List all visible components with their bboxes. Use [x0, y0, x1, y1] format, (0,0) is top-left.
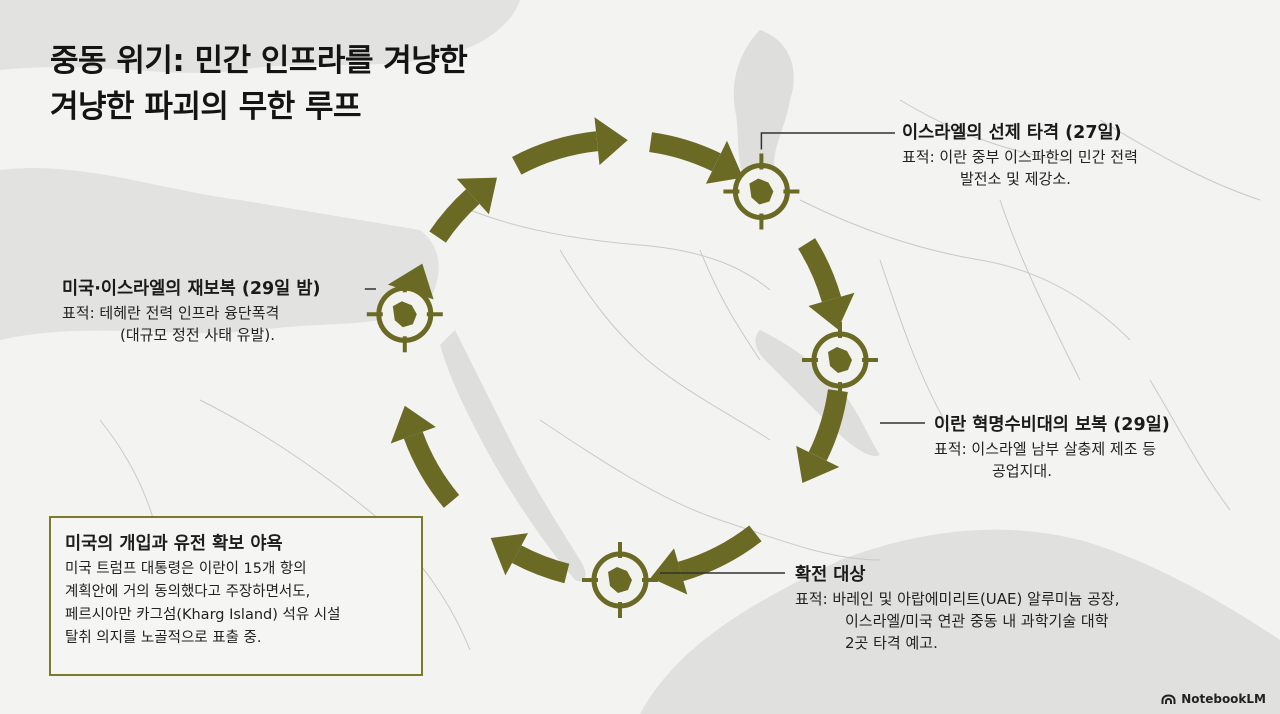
notebooklm-logo-icon [1161, 693, 1176, 704]
persian-gulf [755, 330, 880, 456]
cycle-arrow-shaft [512, 131, 599, 175]
cycle-arrowhead [387, 263, 434, 300]
cycle-arrowhead [456, 177, 497, 215]
infobox-line: 페르시아만 카그섬(Kharg Island) 석유 시설 [65, 607, 341, 623]
caspian-sea [733, 30, 794, 190]
infobox-line: 미국 트럼프 대통령은 이란이 15개 항의 [65, 561, 307, 577]
cycle-arrowhead [705, 140, 743, 184]
event-target-line: 표적: 테헤란 전력 인프라 융단폭격 [62, 304, 280, 322]
infobox-title: 미국의 개입과 유전 확보 야욕 [65, 534, 283, 554]
target-markers [366, 153, 878, 618]
leader-lines [364, 132, 925, 574]
black-sea [0, 0, 520, 73]
cycle-arrowhead [594, 117, 628, 166]
event-target-line: 발전소 및 제강소. [960, 170, 1071, 188]
brand-name: NotebookLM [1181, 692, 1266, 706]
crosshair-target-icon [582, 542, 658, 618]
infobox-line: 계획안에 거의 동의했다고 주장하면서도, [65, 584, 311, 600]
event-heading: 미국·이스라엘의 재보복 (29일 밤) [62, 279, 321, 299]
event-target-line: 이스라엘/미국 연관 중동 내 과학기술 대학 [845, 612, 1109, 630]
cycle-arrowhead [650, 548, 688, 595]
event-iran-retaliation: 이란 혁명수비대의 보복 (29일) 표적: 이스라엘 남부 살충제 제조 등 … [934, 412, 1170, 482]
red-sea [440, 330, 586, 582]
cycle-arrowhead [390, 405, 436, 444]
event-heading: 확전 대상 [795, 565, 866, 585]
cycle-arrow-shaft [808, 389, 848, 461]
page-title: 중동 위기: 민간 인프라를 겨냥한 겨냥한 파괴의 무한 루프 [50, 38, 468, 130]
target-region [608, 567, 632, 593]
leader-line [760, 132, 895, 150]
brand-watermark: NotebookLM [1161, 692, 1266, 706]
event-heading: 이란 혁명수비대의 보복 (29일) [934, 415, 1170, 435]
arabian-sea [640, 529, 1280, 714]
event-target-line: 2곳 타격 예고. [845, 634, 938, 652]
crosshair-target-icon [802, 322, 878, 398]
cycle-arrowhead [490, 533, 528, 576]
cycle-arrow-shaft [798, 238, 842, 303]
infobox-line: 탈취 의지를 노골적으로 표출 중. [65, 630, 262, 646]
event-heading: 이스라엘의 선제 타격 (27일) [902, 123, 1122, 143]
crosshair-target-icon [723, 153, 800, 230]
us-intervention-infobox: 미국의 개입과 유전 확보 야욕 미국 트럼프 대통령은 이란이 15개 항의 … [49, 516, 423, 676]
event-us-israel-reprisal: 미국·이스라엘의 재보복 (29일 밤) 표적: 테헤란 전력 인프라 융단폭격… [62, 276, 320, 346]
event-target-line: 표적: 이란 중부 이스파한의 민간 전력 [902, 148, 1138, 166]
event-target-line: 공업지대. [992, 462, 1052, 480]
cycle-arrowhead [796, 445, 840, 483]
cycle-arrow-shaft [429, 189, 480, 243]
cycle-arrow-shaft [511, 545, 570, 584]
cycle-arrow-shaft [649, 132, 721, 172]
event-escalation: 확전 대상 표적: 바레인 및 아랍에미리트(UAE) 알루미늄 공장, 이스라… [795, 562, 1120, 654]
event-target-line: 표적: 바레인 및 아랍에미리트(UAE) 알루미늄 공장, [795, 590, 1120, 608]
target-region [392, 301, 417, 328]
cycle-arrow-shaft [677, 525, 762, 582]
cycle-arrowhead [808, 292, 855, 330]
event-target-line: (대규모 정전 사태 유발). [120, 326, 275, 344]
target-region [749, 178, 774, 205]
mediterranean-sea [0, 167, 439, 340]
target-region [828, 347, 852, 373]
event-target-line: 표적: 이스라엘 남부 살충제 제조 등 [934, 440, 1157, 458]
title-line-2: 겨냥한 파괴의 무한 루프 [50, 89, 362, 125]
title-line-1: 중동 위기: 민간 인프라를 겨냥한 [50, 43, 468, 79]
cycle-arrow-shaft [403, 431, 460, 508]
event-israel-first-strike: 이스라엘의 선제 타격 (27일) 표적: 이란 중부 이스파한의 민간 전력 … [902, 120, 1138, 190]
crosshair-target-icon [366, 276, 443, 353]
cycle-arrows [387, 117, 855, 595]
